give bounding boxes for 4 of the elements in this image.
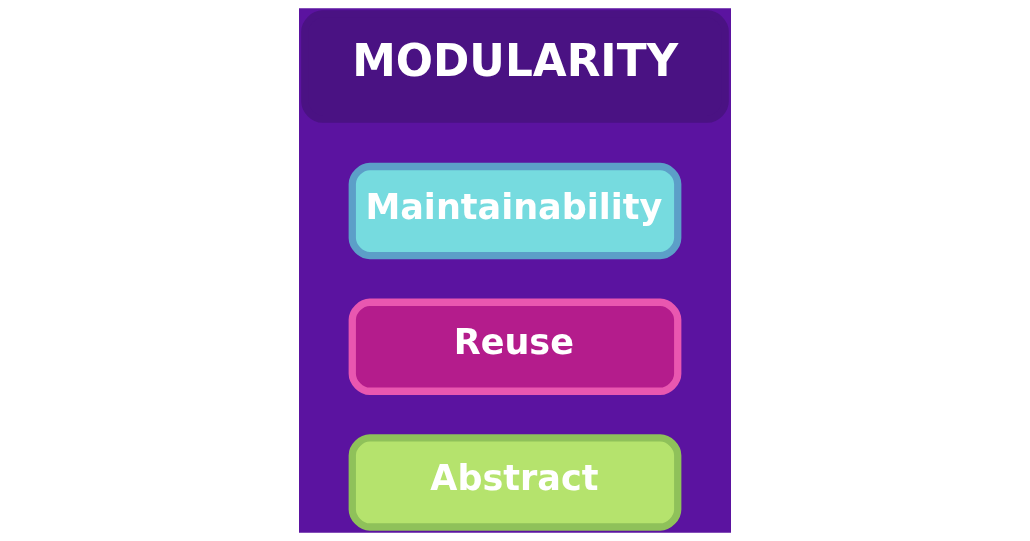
node-box: MODULARITY	[301, 10, 729, 123]
node-box: Abstract	[348, 434, 682, 531]
node-box: Maintainability	[348, 162, 682, 260]
node-box: Reuse	[348, 298, 682, 395]
